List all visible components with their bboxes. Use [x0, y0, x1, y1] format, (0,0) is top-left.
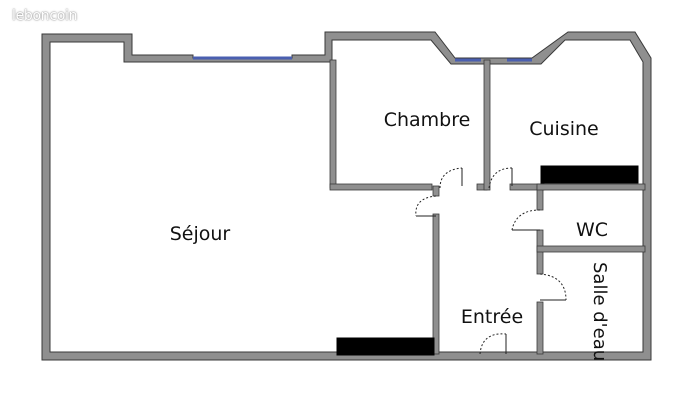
door-swing-chambre [439, 167, 463, 189]
room-label-cuisine: Cuisine [529, 118, 599, 140]
door-swing-sejour [415, 195, 437, 217]
right-mask [652, 250, 685, 370]
door-swing-entree [479, 333, 507, 355]
room-label-sejour: Séjour [170, 223, 231, 245]
door-swing-cuisine [488, 167, 513, 189]
sde-left-wall [536, 301, 544, 355]
leboncoin-watermark: leboncoin [12, 8, 78, 24]
room-label-wc: WC [576, 219, 608, 241]
wc-bottom-wall [536, 245, 646, 253]
sejour-entree-wall-top [432, 185, 440, 197]
kitchen-counter [540, 165, 639, 184]
wc-top-wall [536, 183, 646, 191]
chambre-cuisine-wall [483, 59, 491, 191]
chambre-bottom-wall [329, 183, 433, 191]
door-swing-wc [511, 209, 541, 231]
chambre-left-wall [329, 59, 337, 189]
sejour-entree-wall [432, 213, 440, 355]
room-label-chambre: Chambre [384, 109, 471, 131]
sejour-cabinet [336, 337, 435, 356]
outer-wall [41, 31, 652, 361]
door-swing-sde [539, 273, 567, 301]
room-label-entree: Entrée [461, 306, 523, 328]
room-label-salle-deau: Salle d'eau [589, 262, 610, 361]
